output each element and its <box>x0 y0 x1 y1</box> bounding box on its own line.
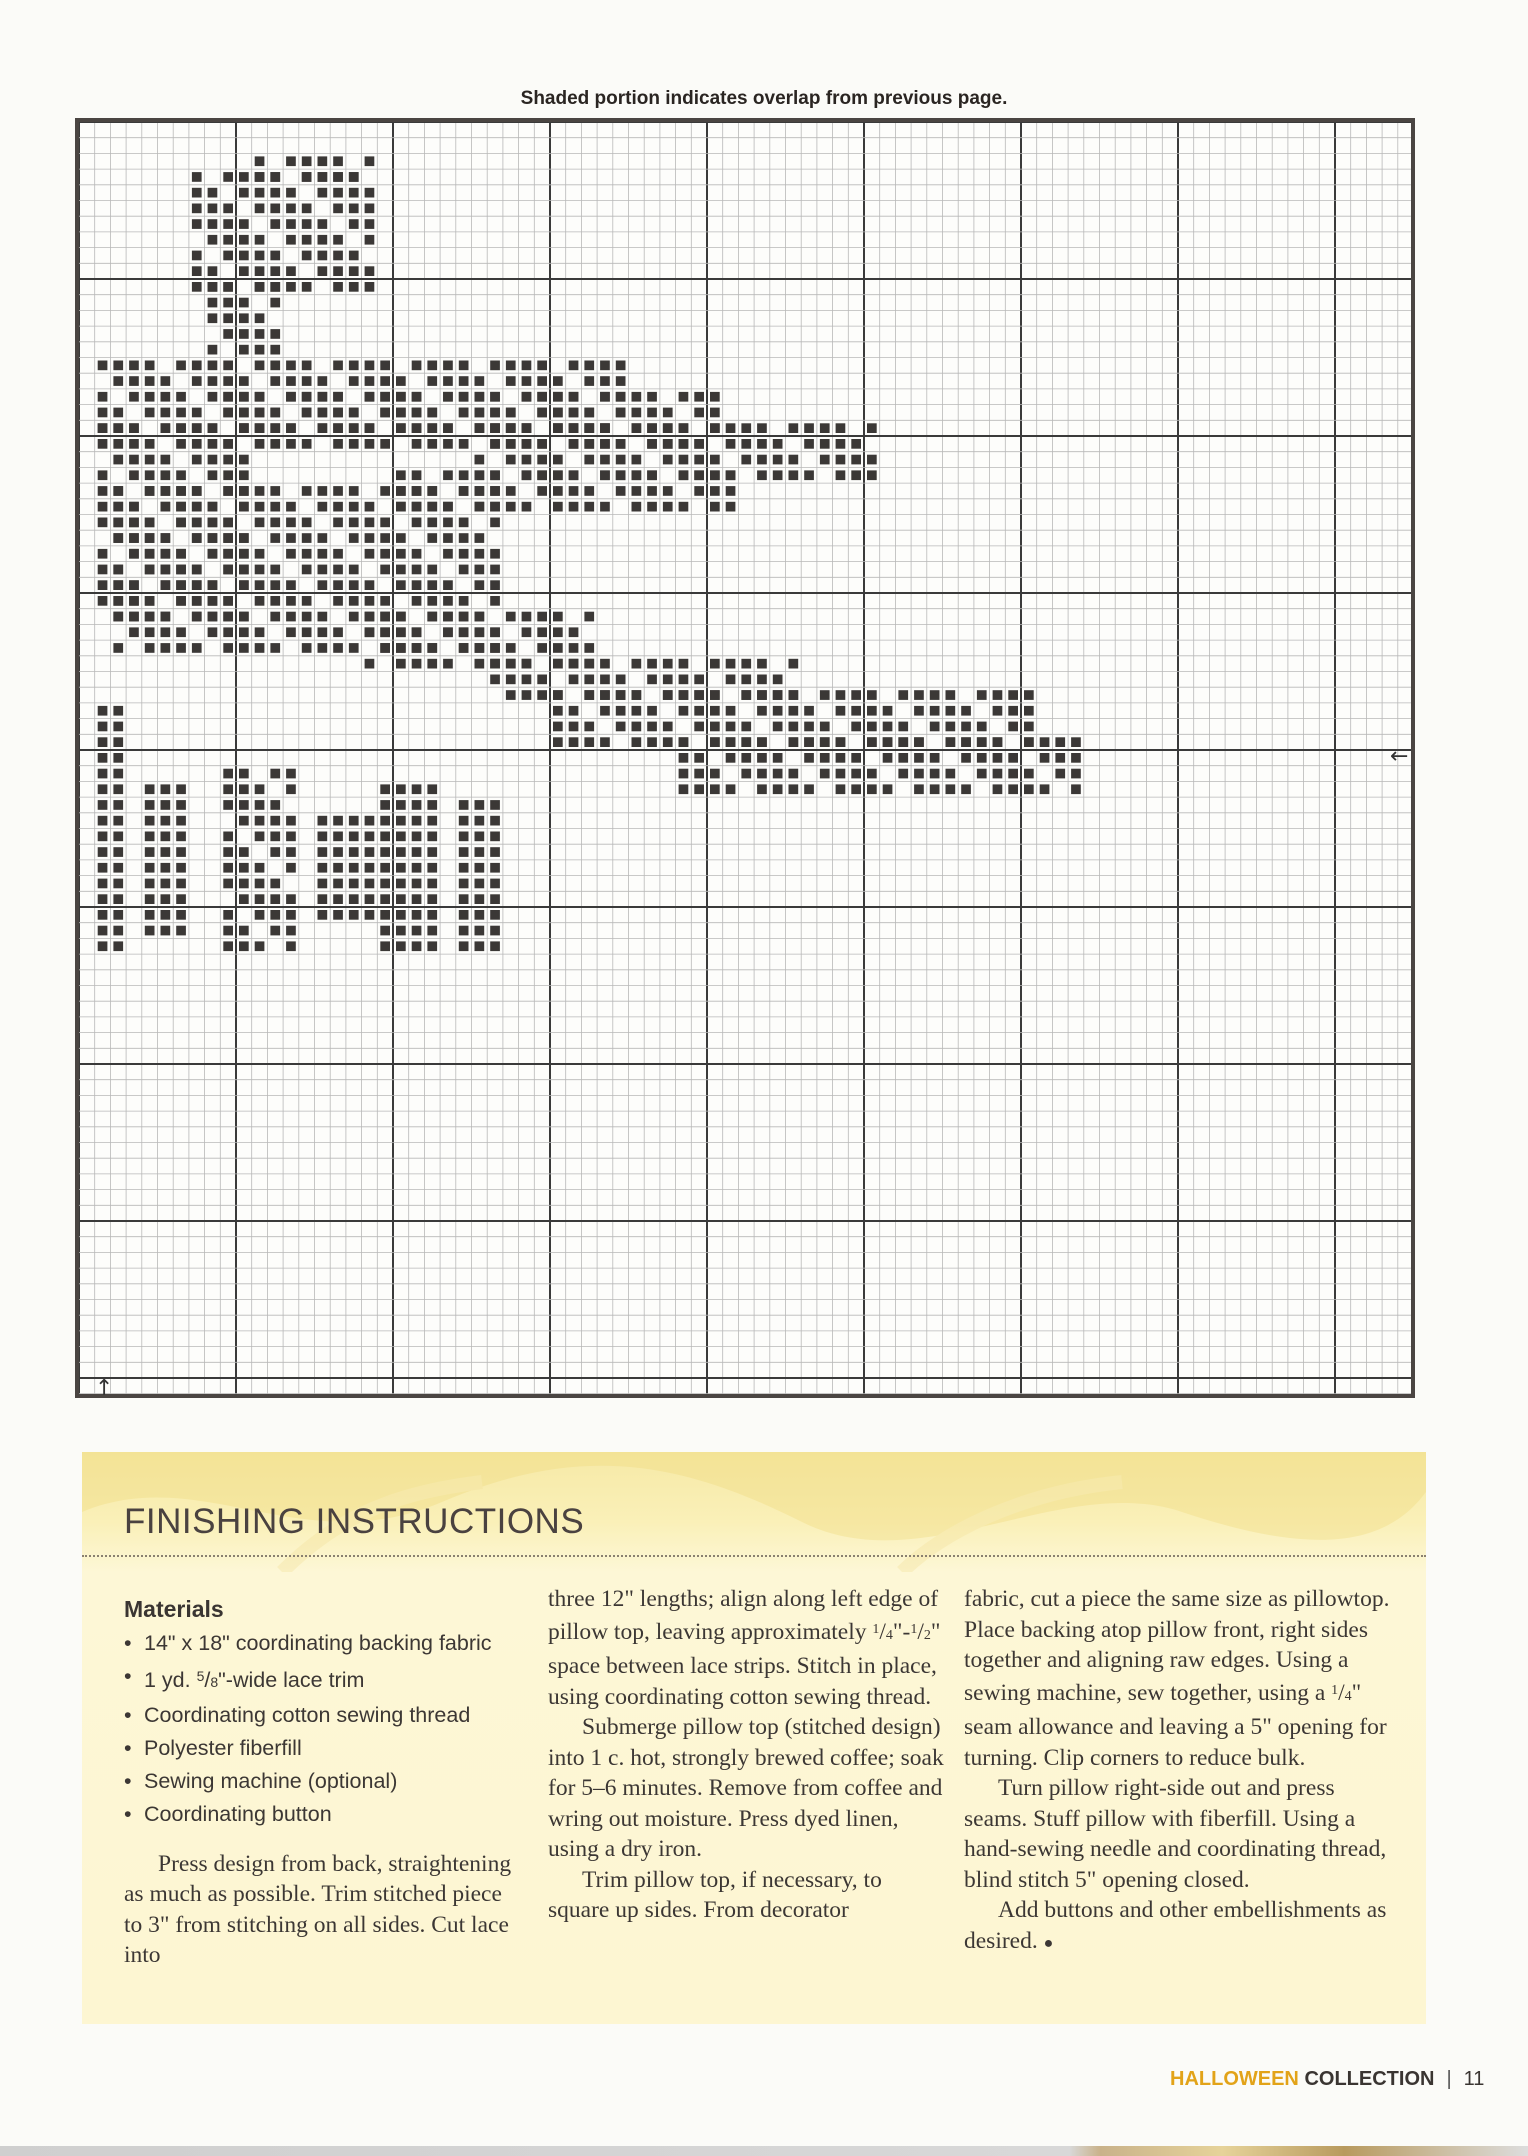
column-3: fabric, cut a piece the same size as pil… <box>964 1584 1394 1959</box>
finishing-instructions-panel: FINISHING INSTRUCTIONS Materials •14" x … <box>82 1452 1426 2024</box>
list-item: •Sewing machine (optional) <box>124 1765 524 1798</box>
paragraph: Turn pillow right-side out and press sea… <box>964 1773 1394 1895</box>
paragraph: Submerge pillow top (stitched design) in… <box>548 1712 948 1865</box>
list-item: •Polyester fiberfill <box>124 1732 524 1765</box>
end-mark-icon: ● <box>1044 1935 1054 1952</box>
paragraph: fabric, cut a piece the same size as pil… <box>964 1584 1394 1773</box>
footer-brand-halloween: HALLOWEEN <box>1170 2068 1299 2090</box>
footer-separator: | <box>1434 2068 1463 2090</box>
list-item: •Coordinating cotton sewing thread <box>124 1699 524 1732</box>
column-2: three 12" lengths; align along left edge… <box>548 1584 948 1926</box>
paragraph: Trim pillow top, if necessary, to square… <box>548 1865 948 1926</box>
materials-heading: Materials <box>124 1594 524 1625</box>
chart-caption: Shaded portion indicates overlap from pr… <box>0 88 1528 110</box>
cross-stitch-chart <box>75 118 1415 1398</box>
dotted-divider <box>82 1555 1426 1557</box>
page-number: 11 <box>1464 2068 1485 2090</box>
column-1: Materials •14" x 18" coordinating backin… <box>124 1584 524 1971</box>
page-edge-strip <box>0 2146 1528 2156</box>
panel-title: FINISHING INSTRUCTIONS <box>124 1502 584 1542</box>
center-arrow-up-icon: ↑ <box>95 1378 113 1400</box>
paragraph: three 12" lengths; align along left edge… <box>548 1584 948 1712</box>
paragraph: Press design from back, straightening as… <box>124 1849 524 1971</box>
list-item: •1 yd. 5/8"-wide lace trim <box>124 1660 524 1699</box>
list-item: •Coordinating button <box>124 1798 524 1831</box>
page-footer: HALLOWEEN COLLECTION|11 <box>1170 2068 1484 2091</box>
materials-list: •14" x 18" coordinating backing fabric •… <box>124 1627 524 1831</box>
paragraph: Add buttons and other embellishments as … <box>964 1895 1394 1959</box>
stitch-grid <box>79 122 1411 1394</box>
center-arrow-right-icon: ← <box>1390 746 1408 768</box>
list-item: •14" x 18" coordinating backing fabric <box>124 1627 524 1660</box>
footer-brand-collection: COLLECTION <box>1299 2068 1435 2090</box>
